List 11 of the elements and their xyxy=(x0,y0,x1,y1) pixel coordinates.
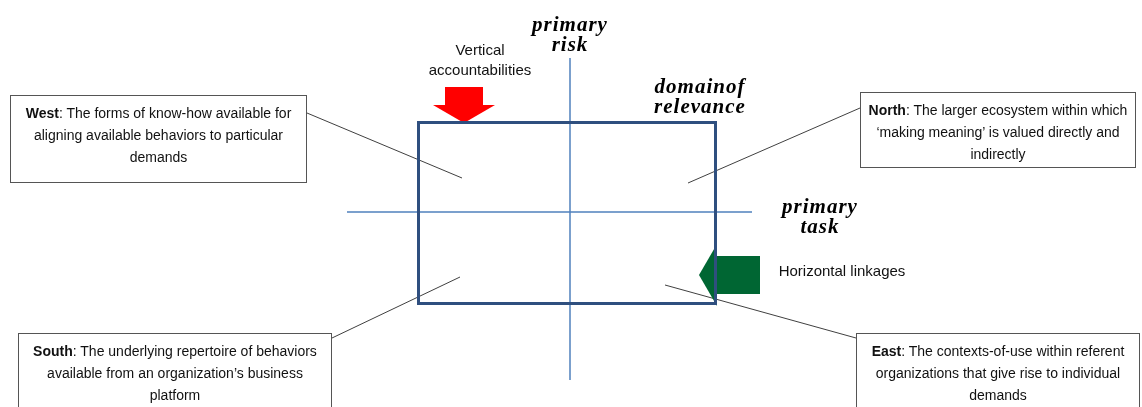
leader-line xyxy=(664,284,857,339)
callout-box: West: The forms of know-how available for aligning available behaviors to particular demands xyxy=(10,95,307,183)
callout-box: East: The contexts-of-use within referent organizations that give rise to individual demands xyxy=(856,333,1140,407)
leader-line xyxy=(687,107,861,184)
callout-box: South: The underlying repertoire of behaviors available from an organization’s business platform xyxy=(18,333,332,407)
block-arrow xyxy=(433,87,495,123)
leader-line xyxy=(306,112,463,179)
frame-heading: domainof relevance xyxy=(653,76,747,116)
axis-label: primary task xyxy=(779,196,859,236)
callout-box: North: The larger ecosystem within which ‘making meaning’ is valued directly and indirectly xyxy=(860,92,1136,168)
leader-line xyxy=(331,276,461,339)
